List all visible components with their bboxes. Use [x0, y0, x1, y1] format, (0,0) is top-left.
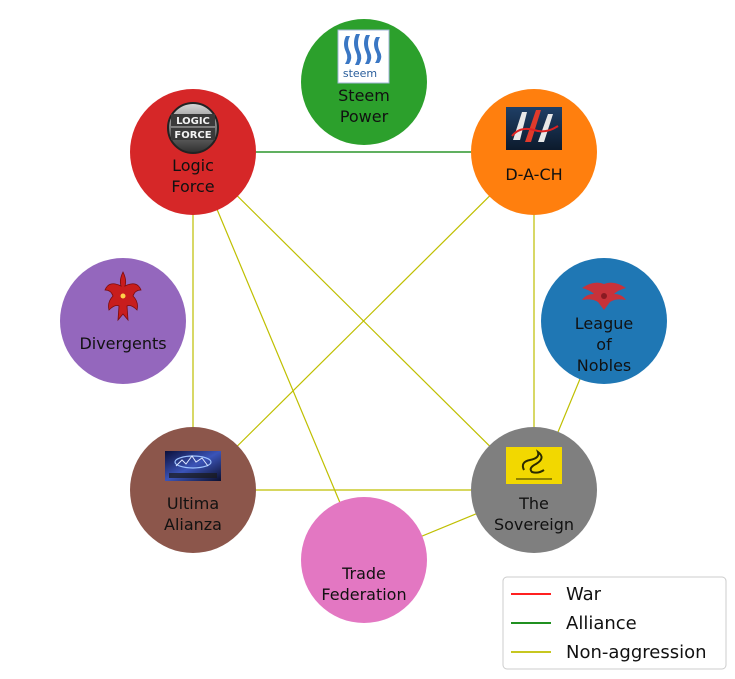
node-label-steem: Power: [340, 107, 389, 126]
node-label-sovereign: The: [518, 494, 549, 513]
node-label-league: Nobles: [577, 356, 632, 375]
edge-logic-trade: [192, 151, 365, 561]
node-label-league: League: [575, 314, 633, 333]
phoenix-icon: [104, 271, 142, 322]
node-label-divergents: Divergents: [79, 334, 166, 353]
node-label-steem: Steem: [338, 86, 390, 105]
node-circle-sovereign: [471, 427, 597, 553]
node-label-league: of: [596, 335, 612, 354]
node-label-trade: Trade: [341, 564, 386, 583]
node-label-trade: Federation: [321, 585, 406, 604]
ultima-alianza-logo-icon: [165, 451, 221, 481]
node-circle-ultima: [130, 427, 256, 553]
steem-logo-text: steem: [343, 67, 377, 80]
node-circle-league: [541, 258, 667, 384]
node-label-ultima: Alianza: [164, 515, 222, 534]
node-circle-trade: [301, 497, 427, 623]
winged-crest-icon: [582, 282, 626, 310]
node-circle-divergents: [60, 258, 186, 384]
gadsden-flag-icon: [506, 447, 562, 484]
node-label-ultima: Ultima: [167, 494, 219, 513]
node-label-sovereign: Sovereign: [494, 515, 574, 534]
logic-force-logo-line-1: LOGIC: [176, 116, 210, 127]
legend-label-non_aggression: Non-aggression: [566, 642, 707, 663]
node-divergents: Divergents: [60, 258, 186, 384]
legend-label-war: War: [566, 584, 602, 605]
logic-force-logo-line-2: FORCE: [174, 130, 211, 141]
node-label-dach: D-A-CH: [505, 165, 562, 184]
node-label-logic: Force: [171, 177, 214, 196]
node-dach: D-A-CH: [471, 89, 597, 215]
node-circle-dach: [471, 89, 597, 215]
legend-frame: [502, 576, 727, 670]
legend-label-alliance: Alliance: [566, 613, 637, 634]
dach-logo-icon: [506, 107, 562, 150]
logic-force-logo-icon: LOGIC FORCE: [167, 102, 219, 154]
steem-logo-icon: steem: [337, 29, 390, 84]
node-label-logic: Logic: [172, 156, 214, 175]
edge-dach-ultima: [192, 151, 535, 491]
